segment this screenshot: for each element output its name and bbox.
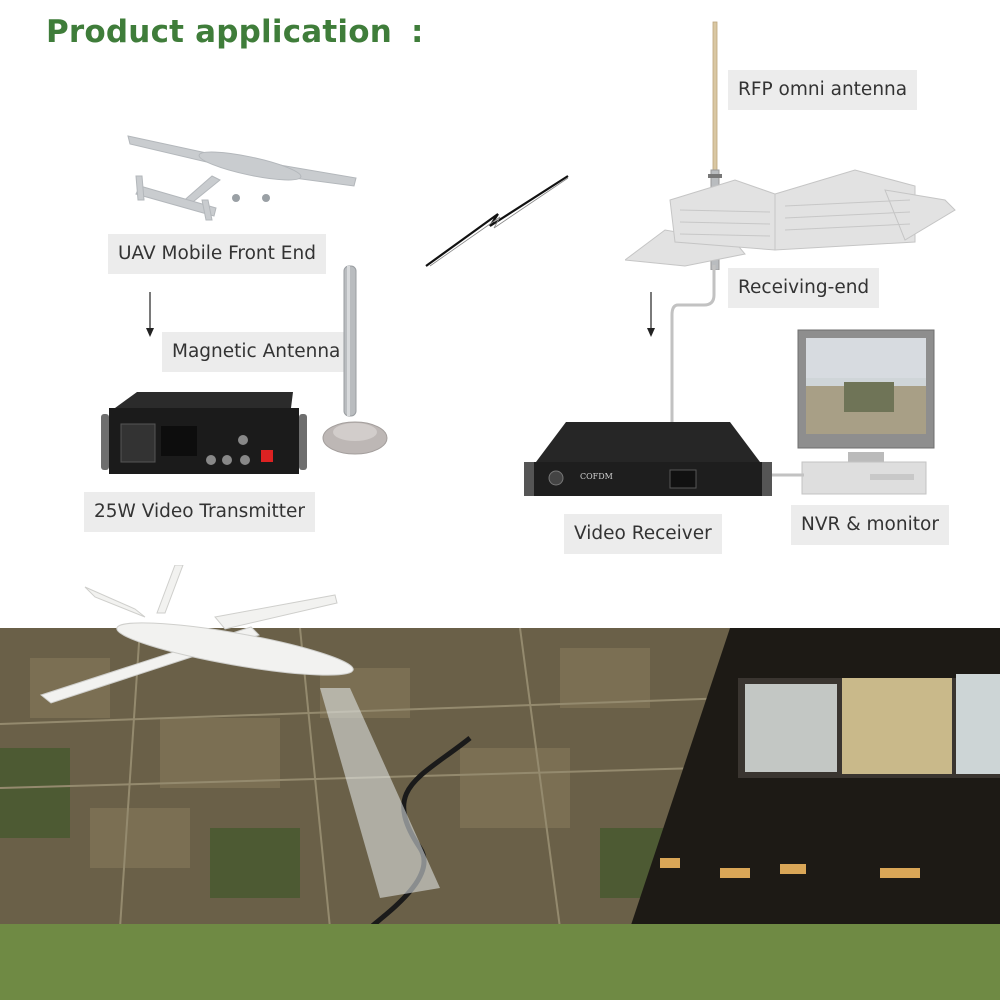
surveillance-drone-image (39, 565, 354, 704)
arrow-down-icon (146, 292, 154, 337)
nvr-cable (768, 473, 804, 477)
label-nvr-monitor: NVR & monitor (791, 505, 949, 545)
label-video-transmitter: 25W Video Transmitter (84, 492, 315, 532)
monitor-image (797, 329, 935, 464)
title-colon: : (411, 14, 424, 50)
video-receiver-image (524, 422, 772, 496)
receiver-brand-mark: COFDM (580, 472, 613, 481)
title-text: Product application (46, 14, 393, 50)
aerial-city-image (0, 628, 1000, 1000)
video-receiver-device: COFDM (522, 420, 772, 500)
label-magnetic-antenna: Magnetic Antenna (162, 332, 351, 372)
arrow-down-icon (647, 292, 655, 337)
antenna-cable (670, 265, 716, 423)
label-receiving-end: Receiving-end (728, 268, 880, 308)
wireless-link-icon (425, 175, 569, 267)
label-uav-front-end: UAV Mobile Front End (108, 234, 326, 274)
video-transmitter-image (101, 392, 307, 474)
label-video-receiver: Video Receiver (564, 514, 722, 554)
magnetic-antenna-image (322, 265, 388, 455)
receiving-end-building-image (625, 169, 956, 267)
uav-front-end-image (127, 135, 357, 221)
page-title: Product application : (46, 14, 424, 50)
nvr-image (801, 461, 927, 495)
label-rfp-antenna: RFP omni antenna (728, 70, 918, 110)
